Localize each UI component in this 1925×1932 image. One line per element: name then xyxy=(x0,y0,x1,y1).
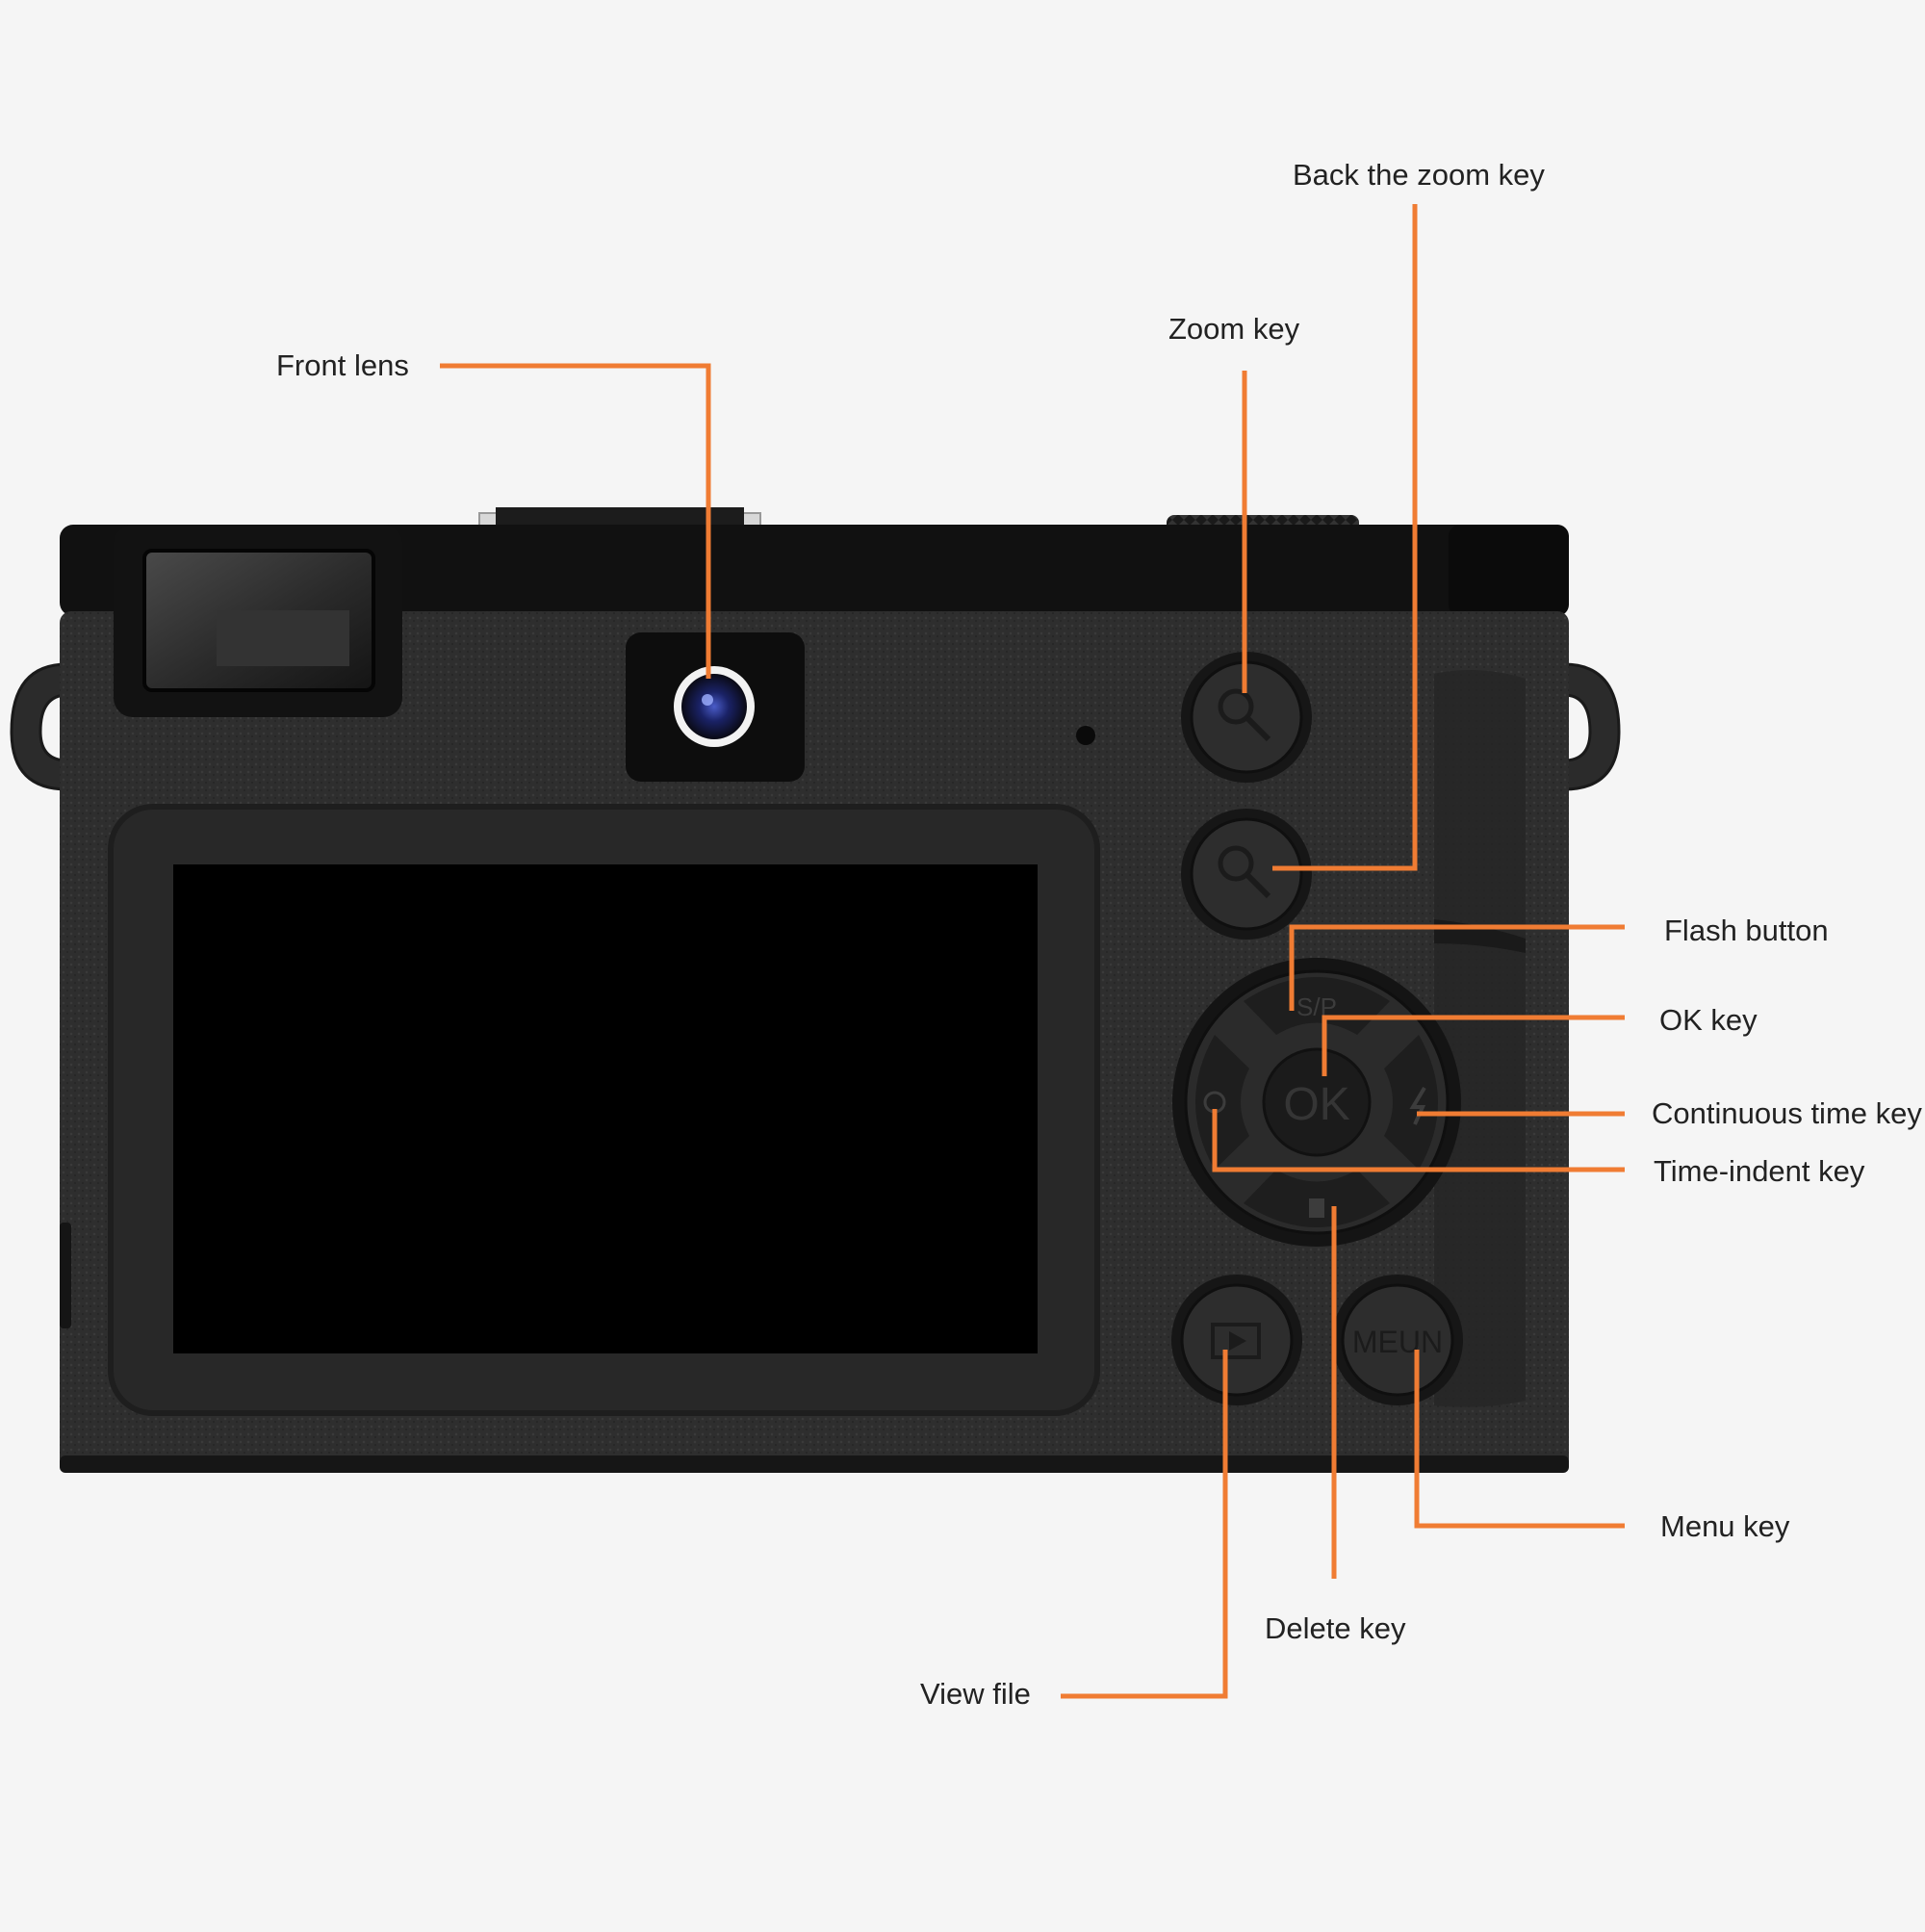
label-view-file: View file xyxy=(920,1677,1031,1711)
label-zoom-key: Zoom key xyxy=(1168,312,1300,346)
label-menu-key: Menu key xyxy=(1660,1509,1790,1543)
callout-ok-key xyxy=(1322,1015,1625,1076)
label-continuous-time-key: Continuous time key xyxy=(1652,1096,1922,1130)
top-plate xyxy=(60,525,1569,616)
label-flash-button: Flash button xyxy=(1664,914,1829,947)
callout-front-lens xyxy=(440,363,711,679)
label-back-zoom-key: Back the zoom key xyxy=(1293,158,1545,192)
strap-lug-right xyxy=(1562,662,1621,791)
ok-button[interactable] xyxy=(1262,1047,1372,1157)
zoom-out-button[interactable] xyxy=(1181,809,1312,940)
microphone-hole xyxy=(1076,726,1095,745)
continuous-time-button[interactable] xyxy=(1384,1035,1438,1170)
thumb-grip xyxy=(1434,670,1526,1407)
front-lens xyxy=(681,674,747,739)
callout-back-zoom-key xyxy=(1272,204,1418,871)
lcd-screen xyxy=(173,864,1038,1353)
callout-lines xyxy=(440,204,1625,1699)
flash-button[interactable] xyxy=(1244,977,1390,1035)
menu-button[interactable]: MEUN xyxy=(1332,1275,1463,1405)
time-indent-button[interactable] xyxy=(1195,1035,1249,1170)
callout-menu-key xyxy=(1414,1350,1625,1529)
d-pad[interactable]: S/P OK xyxy=(1172,958,1461,1247)
label-delete-key: Delete key xyxy=(1265,1611,1406,1645)
trash-icon xyxy=(1309,1198,1324,1218)
zoom-in-icon xyxy=(1218,688,1254,725)
strap-lug-left xyxy=(10,662,69,791)
callout-view-file xyxy=(1061,1350,1228,1699)
zoom-in-button[interactable] xyxy=(1181,652,1312,783)
label-front-lens: Front lens xyxy=(276,348,409,382)
view-file-button[interactable] xyxy=(1171,1275,1302,1405)
play-icon xyxy=(1211,1323,1261,1359)
menu-glyph: MEUN xyxy=(1352,1325,1443,1359)
label-time-indent-key: Time-indent key xyxy=(1654,1154,1865,1188)
callout-time-indent-key xyxy=(1212,1109,1625,1172)
ok-glyph: OK xyxy=(1283,1079,1349,1130)
callout-flash-button xyxy=(1289,924,1625,1011)
zoom-out-icon xyxy=(1218,845,1254,882)
label-ok-key: OK key xyxy=(1659,1003,1758,1037)
